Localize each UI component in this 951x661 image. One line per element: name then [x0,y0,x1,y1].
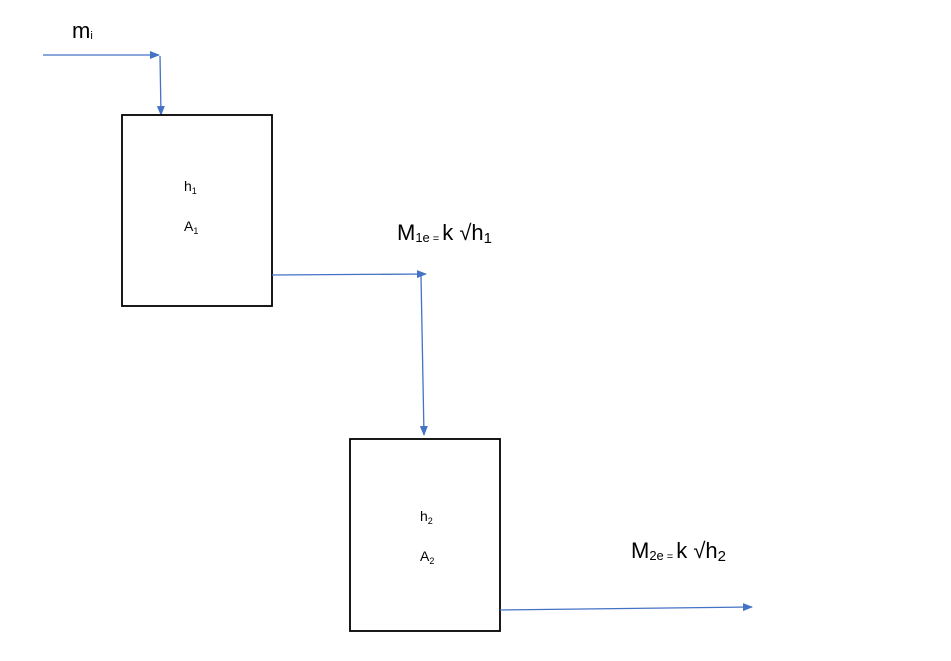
outflow-1-symbol: M [397,220,416,245]
tank-1-h-symbol: h [184,178,192,194]
tank-1-h-subscript: 1 [191,186,197,196]
tank-1-area-label: A1 [184,219,198,236]
tank-2-a-symbol: A [420,548,430,564]
outflow-2-rhs-subscript: 2 [717,548,726,565]
inflow-arrow-vertical [156,55,165,116]
tank-2-h-symbol: h [420,508,428,524]
tank-1-outlet-arrow [271,270,427,279]
inflow-subscript: i [90,30,93,42]
inflow-label: mi [72,20,93,42]
tank-2-outlet-arrow [499,603,753,612]
outflow-2-equation: M2e=k √h2 [631,538,726,565]
tank-2-h-subscript: 2 [427,516,433,526]
outflow-1-equation: M1e=k √h1 [397,220,492,247]
tank-2 [349,438,501,632]
outflow-1-equals: = [432,233,440,245]
transfer-arrow-vertical [419,275,428,436]
outflow-2-subscript: 2e [649,548,664,563]
outflow-1-subscript: 1e [415,230,430,245]
outflow-2-symbol: M [631,538,650,563]
tank-2-area-label: A2 [420,549,434,566]
tank-1-a-symbol: A [184,218,194,234]
tank-1-height-label: h1 [184,179,197,196]
tank-2-height-label: h2 [420,509,433,526]
outflow-2-rhs: k √h [676,538,718,563]
inflow-symbol: m [72,18,91,43]
tank-1 [121,114,273,307]
outflow-1-rhs: k √h [442,220,484,245]
tank-2-a-subscript: 2 [429,556,435,566]
tank-1-a-subscript: 1 [193,226,199,236]
outflow-2-equals: = [666,551,674,563]
outflow-1-rhs-subscript: 1 [483,230,492,247]
